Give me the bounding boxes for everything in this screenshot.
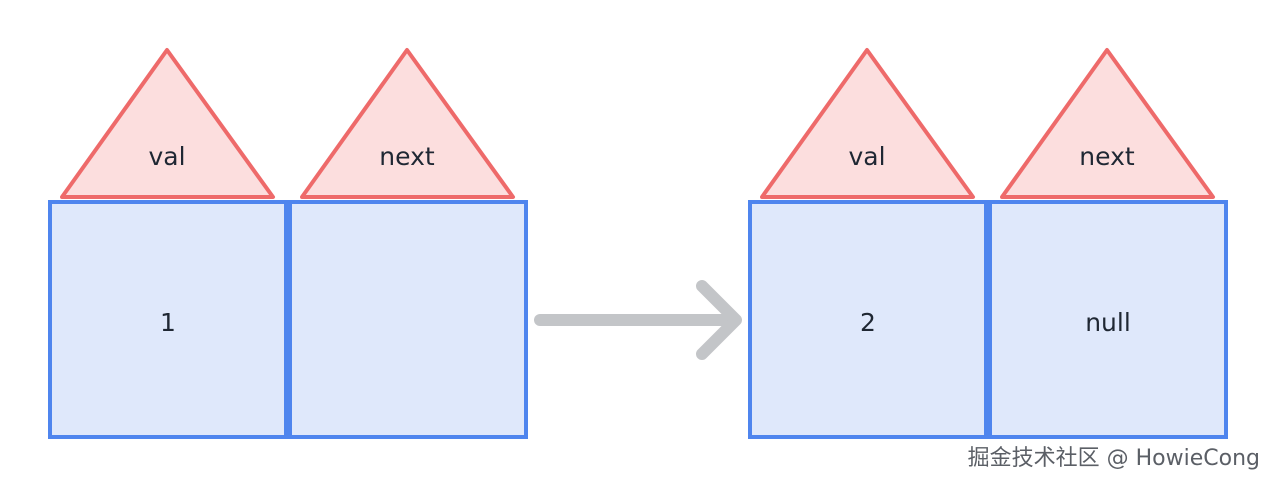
list-node-1: val next 1 [48,48,528,439]
val-pointer-triangle-2 [760,48,975,199]
next-cell-2 [988,200,1228,439]
val-value-2: 2 [860,308,876,337]
val-value-1: 1 [160,308,176,337]
list-node-2: val next 2 null [748,48,1228,439]
val-pointer-triangle-1 [60,48,275,199]
pointer-arrow [534,280,742,360]
val-field-label-1: val [148,142,185,171]
val-field-label-2: val [848,142,885,171]
next-pointer-triangle-1 [300,48,515,199]
next-pointer-triangle-2 [1000,48,1215,199]
arrow-head [696,280,742,360]
watermark: 掘金技术社区 @ HowieCong [967,446,1260,471]
next-value-2: null [1085,308,1131,337]
next-cell-1 [288,200,528,439]
next-field-label-2: next [1079,142,1135,171]
val-cell-1 [48,200,288,439]
next-field-label-1: next [379,142,435,171]
val-cell-2 [748,200,988,439]
